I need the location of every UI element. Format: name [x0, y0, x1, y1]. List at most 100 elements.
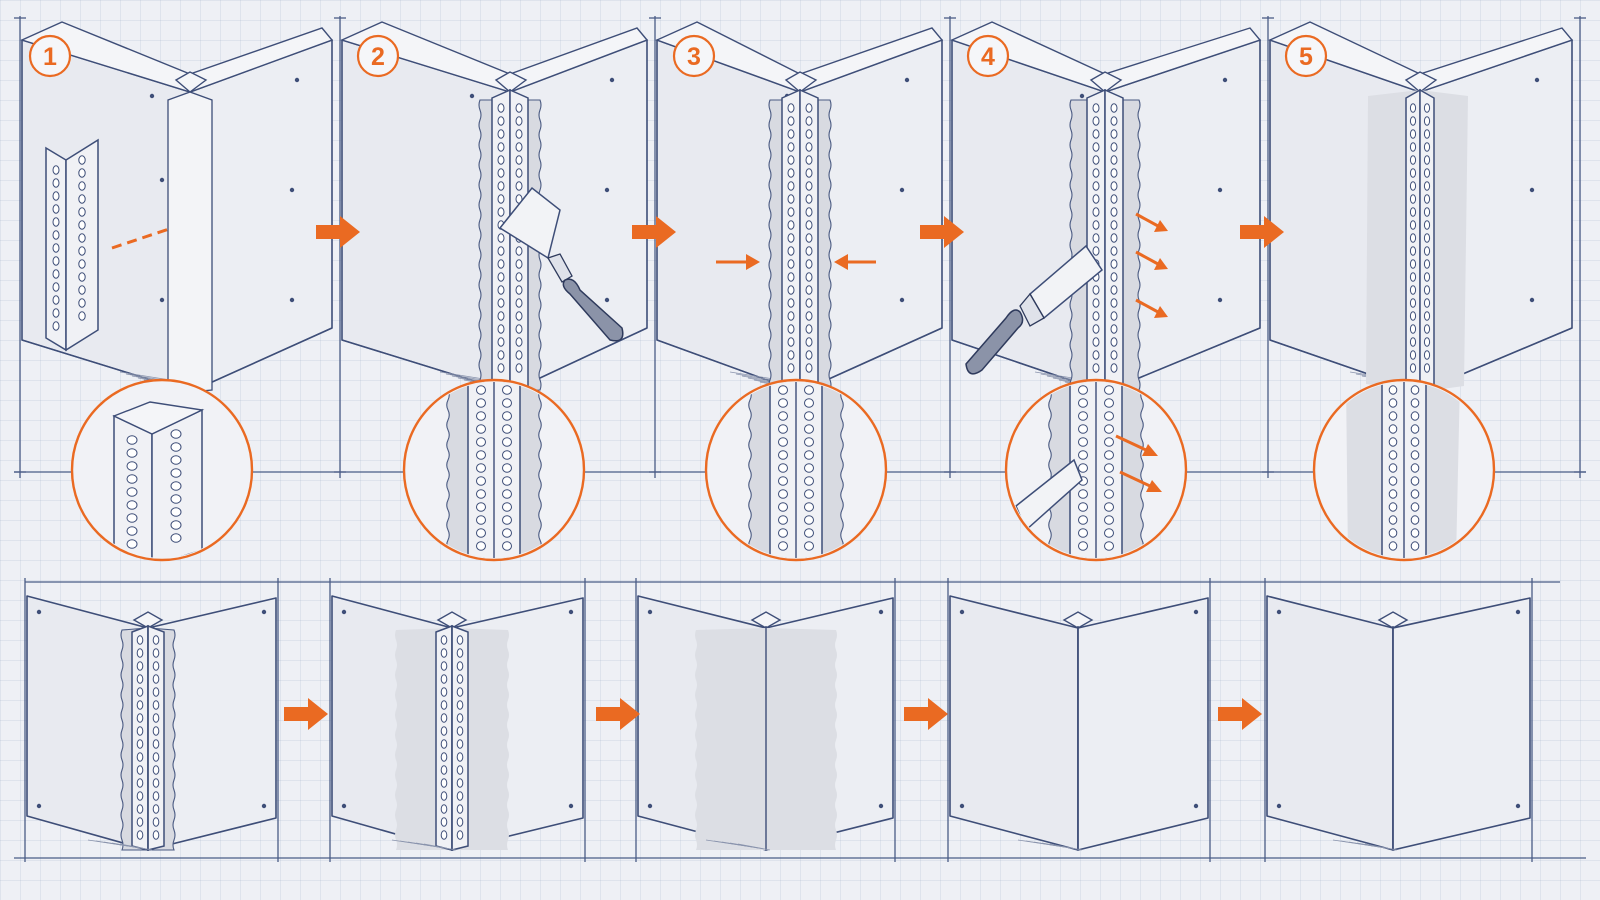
bead-hole [126, 487, 138, 497]
compound-right [766, 628, 837, 850]
bead-hole [1104, 450, 1114, 460]
floor-shading [737, 843, 771, 851]
bead-hole [152, 700, 160, 710]
bead-perforations [1104, 385, 1114, 551]
bead-hole [805, 298, 813, 308]
bead-hole [456, 830, 464, 840]
step-row [20, 21, 1574, 562]
loose-corner-bead [45, 138, 99, 352]
step-badge-2: 2 [356, 34, 400, 78]
bead-perforations [1078, 385, 1088, 551]
bead-hole [52, 217, 60, 227]
step-badge-3: 3 [672, 34, 716, 78]
bead-hole [1110, 103, 1118, 113]
bead-hole [805, 181, 813, 191]
bead-flange [131, 624, 149, 851]
bead-hole [1409, 246, 1417, 256]
bead-hole [1110, 350, 1118, 360]
bead-hole [805, 103, 813, 113]
bead-hole [136, 726, 144, 736]
bead-perforations [515, 103, 523, 373]
bead-hole [787, 285, 795, 295]
bead-hole [497, 129, 505, 139]
bead-hole [1104, 411, 1114, 421]
left-wall [1266, 595, 1394, 851]
bead-hole [515, 246, 523, 256]
screw-dot [289, 297, 295, 303]
bead-perforations [126, 435, 138, 549]
bead-hole [52, 165, 60, 175]
step-number-ring [28, 34, 72, 78]
bead-hole [1423, 181, 1431, 191]
bead-hole [136, 817, 144, 827]
bead-hole [787, 259, 795, 269]
bead-hole [1410, 502, 1420, 512]
bead-hole [1410, 476, 1420, 486]
putty-knife-icon [965, 244, 1103, 375]
bead-hole [136, 700, 144, 710]
bead-hole [78, 168, 86, 178]
bead-hole [152, 817, 160, 827]
finish-panel-1 [26, 595, 277, 851]
bead-hole [778, 450, 788, 460]
corner-cap [1404, 71, 1438, 93]
bead-hole [1104, 437, 1114, 447]
bead-hole [1410, 528, 1420, 538]
bead-hole [1110, 207, 1118, 217]
screw-dot [294, 77, 300, 83]
step-panel-2 [340, 21, 649, 562]
bead-hole [805, 129, 813, 139]
bead-perforations [502, 385, 512, 551]
bead-hole [1423, 142, 1431, 152]
bead-perforations [497, 103, 505, 373]
bead-hole [1388, 541, 1398, 551]
finish-sequence-row [26, 595, 1531, 851]
bead-hole [805, 363, 813, 373]
bead-hole [805, 207, 813, 217]
bead-hole [805, 246, 813, 256]
step-number: 2 [371, 43, 385, 71]
bead-hole [1409, 103, 1417, 113]
bead-hole [1104, 515, 1114, 525]
bead-hole [497, 181, 505, 191]
step-arrows [284, 216, 1284, 730]
knife-handle [965, 309, 1024, 375]
bead-hole [1110, 220, 1118, 230]
bead-hole [1110, 194, 1118, 204]
bead-hole [136, 713, 144, 723]
bead-hole [1410, 450, 1420, 460]
bead-perforations [170, 429, 182, 543]
bead-flange [451, 624, 469, 851]
bead-hole [440, 674, 448, 684]
bead-hole [1078, 528, 1088, 538]
bead-hole [1104, 385, 1114, 395]
bead-hole [1410, 385, 1420, 395]
screw-dot [159, 297, 165, 303]
step-badge-4: 4 [966, 34, 1010, 78]
knife-handle [562, 278, 624, 342]
bead-hole [152, 674, 160, 684]
bead-hole [1423, 259, 1431, 269]
step-number: 3 [687, 43, 701, 71]
bead-hole [1409, 324, 1417, 334]
step-number-ring [672, 34, 716, 78]
bead-hole [440, 700, 448, 710]
bead-hole [787, 142, 795, 152]
bead-hole [136, 765, 144, 775]
bead-hole [456, 661, 464, 671]
screw-dot [1534, 77, 1540, 83]
bead-hole [502, 541, 512, 551]
step-number-ring [356, 34, 400, 78]
bead-hole [52, 295, 60, 305]
bead-hole [1409, 272, 1417, 282]
bead-hole [1409, 337, 1417, 347]
bead-hole [152, 661, 160, 671]
bead-hole [804, 515, 814, 525]
installed-corner-bead [781, 88, 819, 391]
bead-hole [1092, 246, 1100, 256]
bead-hole [1409, 207, 1417, 217]
right-arrow-icon [1218, 698, 1262, 730]
bead-hole [476, 528, 486, 538]
bead-hole [1423, 246, 1431, 256]
bead-hole [497, 298, 505, 308]
